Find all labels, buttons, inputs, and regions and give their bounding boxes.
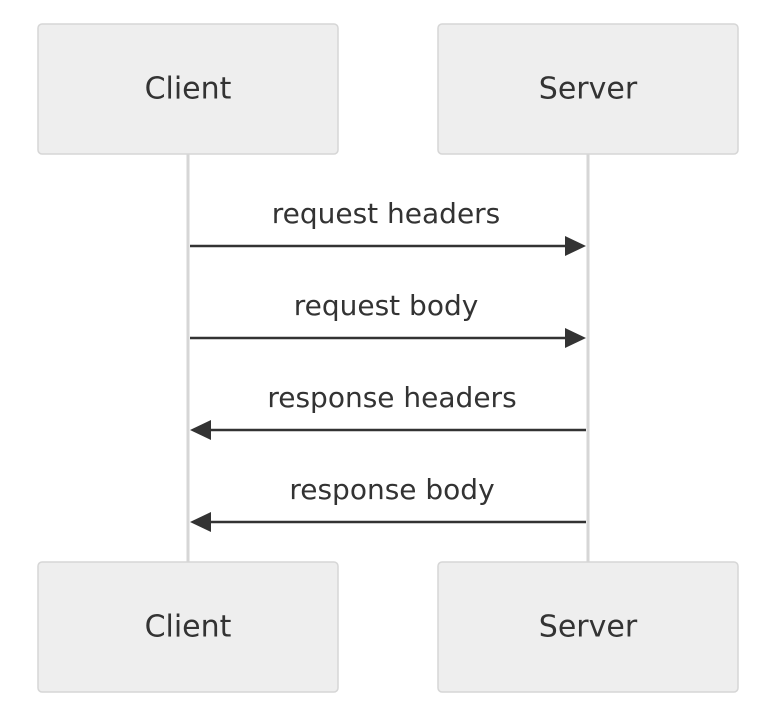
message-response-body-label: response body (289, 473, 494, 506)
client-actor-top-label: Client (145, 72, 232, 107)
message-response-headers: response headers (190, 381, 586, 440)
arrowhead-left-icon (190, 512, 211, 532)
client-actor-top-box (37, 23, 339, 155)
server-actor-bottom: Server (437, 561, 739, 693)
server-actor-top-box (437, 23, 739, 155)
arrowhead-left-icon (190, 420, 211, 440)
client-actor-bottom-box (37, 561, 339, 693)
message-request-body-label: request body (294, 289, 479, 322)
server-actor-top-label: Server (539, 72, 638, 107)
arrowhead-right-icon (565, 236, 586, 256)
message-request-headers-label: request headers (272, 197, 501, 230)
client-actor-bottom-label: Client (145, 610, 232, 645)
client-actor-bottom: Client (37, 561, 339, 693)
server-actor-bottom-label: Server (539, 610, 638, 645)
server-actor-top: Server (437, 23, 739, 155)
arrowhead-right-icon (565, 328, 586, 348)
client-actor-top: Client (37, 23, 339, 155)
message-request-headers: request headers (190, 197, 586, 256)
server-actor-bottom-box (437, 561, 739, 693)
message-request-body: request body (190, 289, 586, 348)
message-response-headers-label: response headers (267, 381, 516, 414)
message-response-body: response body (190, 473, 586, 532)
